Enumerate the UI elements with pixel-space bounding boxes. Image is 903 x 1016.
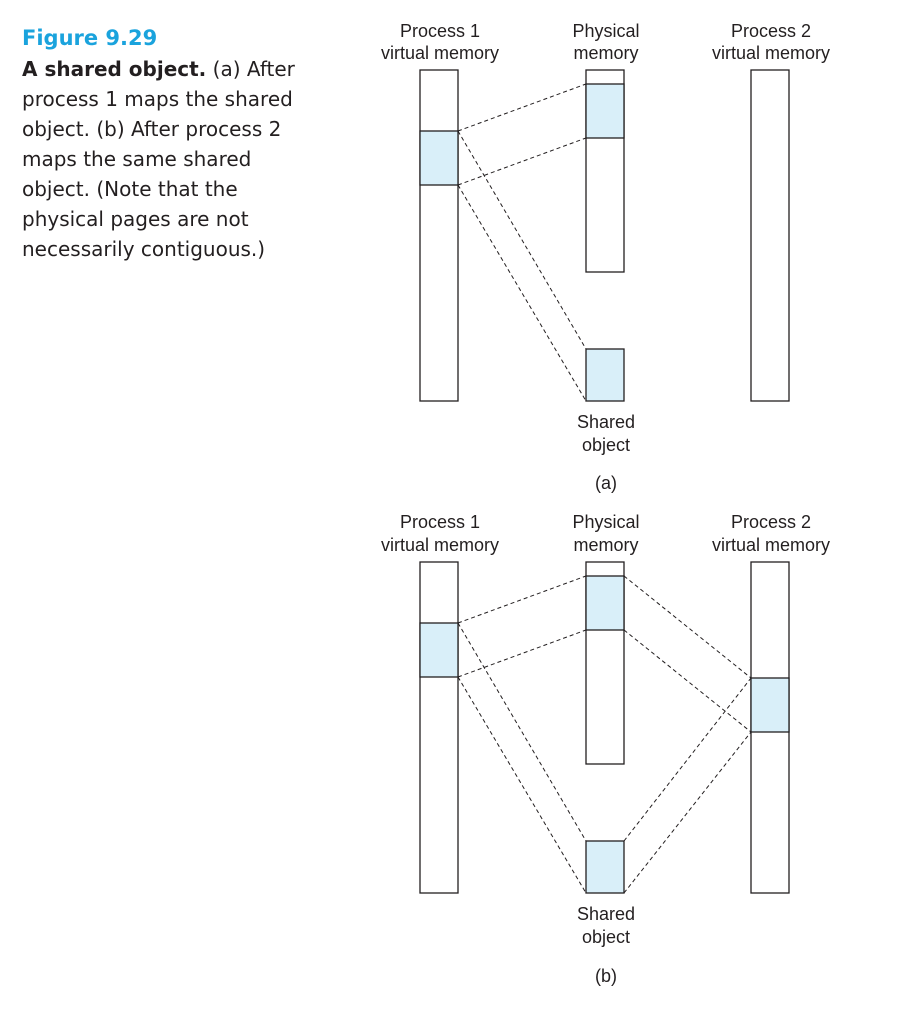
panel-a-shared-label-line2: object [582,435,630,455]
caption-text: A shared object. (a) After process 1 map… [22,54,322,264]
panel-b-process2-shared-region [750,677,790,733]
panel-b-physical-label-line1: Physical [572,512,639,532]
caption-lead: A shared object. [22,57,207,81]
panel-b-shared-label-line1: Shared [577,904,635,924]
panel-b-map-line [623,677,752,842]
panel-b-map-line [623,731,752,894]
panel-b-process2-label-line2: virtual memory [712,535,830,555]
panel-a-physical-label-line1: Physical [572,21,639,41]
panel-a-process1-label-line2: virtual memory [381,43,499,63]
panel-a-process1-shared-region [419,130,459,186]
panel-b-physical-shared-pages [585,575,625,631]
panel-b-process1-shared-region [419,622,459,678]
panel-a-process2-label-line2: virtual memory [712,43,830,63]
panel-b: Process 1 virtual memory Physical memory… [381,512,830,986]
panel-b-map-line [457,629,587,678]
panel-b-shared-object [585,840,625,894]
panel-b-map-line [623,575,752,679]
panel-a-map-line [457,184,587,402]
panel-a-physical-shared-pages [585,83,625,139]
panel-a-map-line [457,83,587,132]
panel-a-process1-label-line1: Process 1 [400,21,480,41]
panel-b-shared-label-line2: object [582,927,630,947]
panel-a-shared-object [585,348,625,402]
panel-a-map-line [457,130,587,350]
figure-number: Figure 9.29 [22,26,158,50]
panel-a-physical-label-line2: memory [573,43,638,63]
panel-a-process2-label-line1: Process 2 [731,21,811,41]
caption-body: (a) After process 1 maps the shared obje… [22,57,295,261]
panel-b-process2-label-line1: Process 2 [731,512,811,532]
panel-b-map-line [457,622,587,842]
panel-b-process1-label-line2: virtual memory [381,535,499,555]
panel-a-shared-label-line1: Shared [577,412,635,432]
figure-caption: Figure 9.29 A shared object. (a) After p… [22,24,322,264]
panel-a-process1-memory [419,69,459,402]
panel-b-map-line [457,575,587,624]
panel-b-physical-label-line2: memory [573,535,638,555]
panel-b-process1-memory [419,561,459,894]
panel-b-process1-label-line1: Process 1 [400,512,480,532]
panel-a-process2-memory [750,69,790,402]
panel-a: Process 1 virtual memory Physical memory… [381,21,830,493]
panel-b-map-line [457,676,587,894]
panel-a-sublabel: (a) [595,473,617,493]
panel-a-map-line [457,137,587,186]
panel-b-sublabel: (b) [595,966,617,986]
panel-b-map-line [623,629,752,733]
